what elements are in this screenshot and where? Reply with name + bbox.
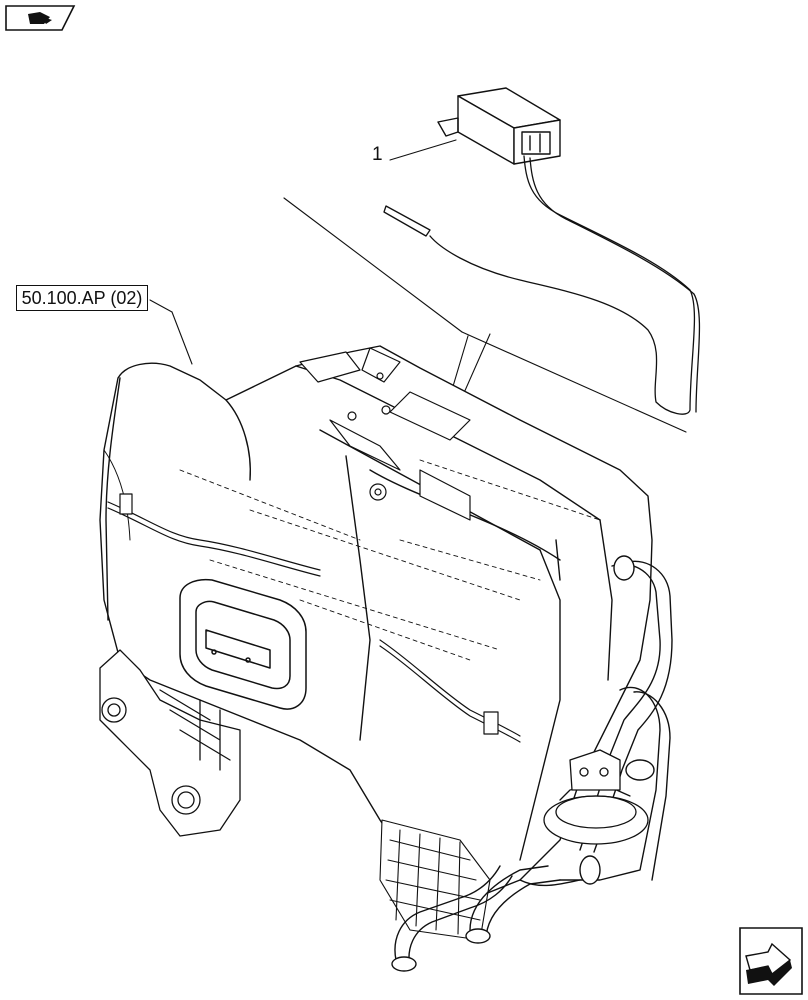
next-page-arrow-icon[interactable] [738, 926, 804, 996]
bottom-hoses [391, 855, 601, 972]
reference-leader [149, 299, 173, 313]
book-navigation-icon[interactable] [4, 4, 76, 32]
left-mounting-bracket [99, 649, 241, 837]
hidden-lines [179, 459, 601, 661]
heater-top-ribs [299, 347, 471, 521]
sensor-wire [383, 155, 701, 415]
callout-1-leader [389, 139, 457, 161]
leader-line-left [283, 197, 463, 333]
sensor-module [437, 87, 561, 165]
air-outlet-duct [179, 578, 307, 710]
reference-link-50-100-ap-02[interactable]: 50.100.AP (02) [16, 285, 148, 311]
water-valve [543, 749, 649, 845]
callout-1-label: 1 [372, 144, 383, 165]
harness-line [107, 493, 521, 743]
leader-line-right [461, 331, 687, 433]
